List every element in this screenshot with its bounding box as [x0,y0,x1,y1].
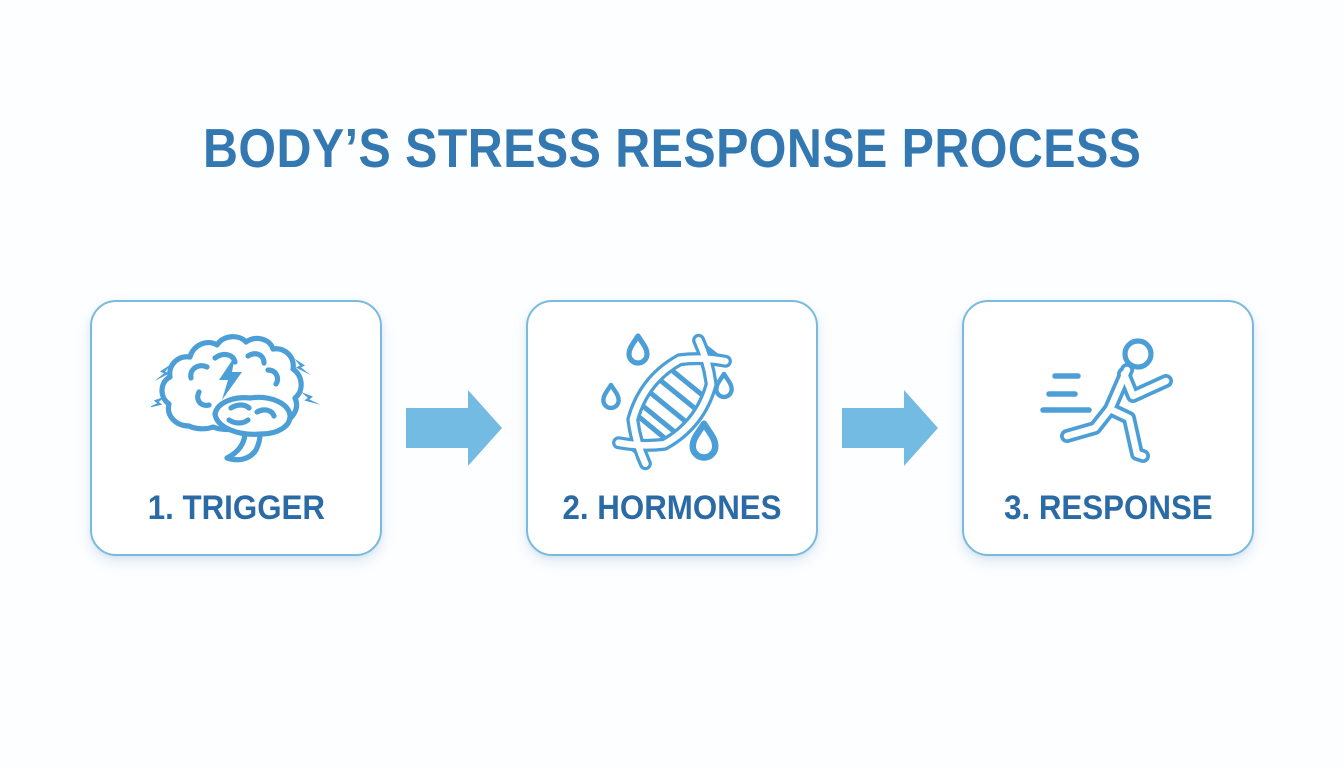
arrow-right-glyph [406,390,502,466]
runner-icon [1040,337,1173,463]
step-label-response: 3. RESPONSE [995,489,1222,528]
dna-hormones-icon [592,302,752,489]
arrow-right-icon [406,390,502,466]
arrow-right-glyph [842,390,938,466]
step-label-trigger-text: 1. TRIGGER [147,489,325,527]
step-label-hormones-text: 2. HORMONES [562,489,782,527]
step-label-trigger: 1. TRIGGER [140,489,333,528]
brain-icon [151,333,321,462]
page-title-text: BODY’S STRESS RESPONSE PROCESS [202,117,1142,179]
dna-icon [601,332,734,470]
step-label-hormones: 2. HORMONES [553,489,791,528]
step-card-response: 3. RESPONSE [962,300,1254,556]
step-card-trigger: 1. TRIGGER [90,300,382,556]
step-label-response-text: 3. RESPONSE [1003,489,1213,527]
process-flow: 1. TRIGGER [0,300,1344,556]
brain-stress-icon [151,302,321,489]
step-card-hormones: 2. HORMONES [526,300,818,556]
page-title: BODY’S STRESS RESPONSE PROCESS [0,116,1344,180]
arrow-right-icon [842,390,938,466]
running-person-icon [1023,302,1193,489]
